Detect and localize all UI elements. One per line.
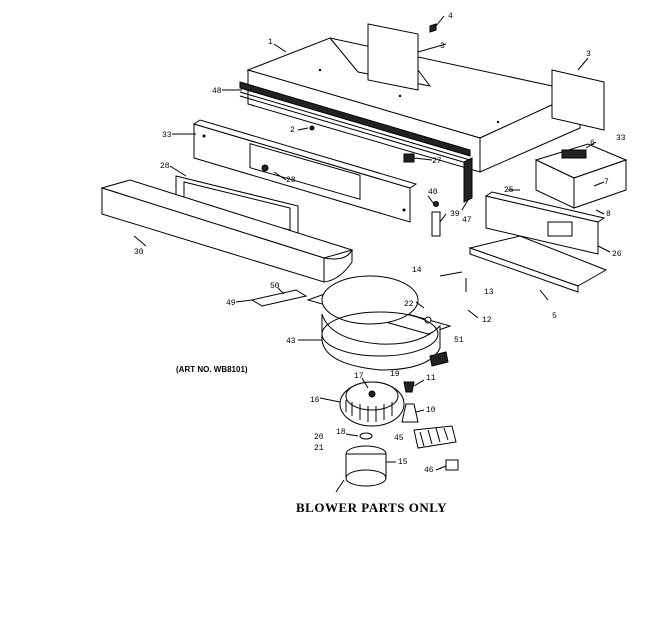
- callout-43: 43: [286, 337, 296, 346]
- bottom-tray: [468, 235, 608, 293]
- callout-15: 15: [398, 458, 408, 467]
- nut-part-11: [403, 381, 415, 393]
- callout-25: 25: [504, 186, 514, 195]
- diagram-title: BLOWER PARTS ONLY: [296, 500, 447, 515]
- side-plate-left: [367, 23, 419, 91]
- callout-26: 26: [612, 250, 622, 259]
- callout-16: 16: [310, 396, 320, 405]
- leader-lines: [133, 15, 611, 471]
- callout-51: 51: [454, 336, 464, 345]
- knob-part-2: [309, 125, 315, 131]
- callout-39: 39: [450, 210, 460, 219]
- callout-22: 22: [404, 300, 414, 309]
- callout-labels: 1 4 3 3 48 33 2 33 6 27 28 28 7 25 40 8 …: [134, 12, 626, 515]
- callout-20: 20: [314, 433, 324, 442]
- callout-28-mid: 28: [286, 176, 296, 185]
- callout-45: 45: [394, 434, 404, 443]
- callout-11: 11: [426, 374, 436, 383]
- callout-49: 49: [226, 299, 236, 308]
- callout-3-right: 3: [586, 50, 591, 59]
- callout-48: 48: [212, 87, 222, 96]
- callout-3-left: 3: [440, 42, 445, 51]
- callout-50: 50: [270, 282, 280, 291]
- callout-6: 6: [590, 139, 595, 148]
- side-plate-right: [551, 69, 605, 131]
- callout-27: 27: [432, 157, 442, 166]
- connector-part-45: [413, 425, 457, 449]
- filter-part-49: [250, 289, 308, 307]
- callout-5: 5: [552, 312, 557, 321]
- callout-47: 47: [462, 216, 472, 225]
- blower-wheel: [339, 381, 405, 427]
- screws-13-14: [439, 271, 467, 292]
- front-facia: [100, 179, 354, 283]
- washer-part-18: [359, 432, 373, 440]
- right-side-panel: [484, 191, 606, 255]
- callout-7: 7: [604, 178, 609, 187]
- capacitor-part-10: [401, 403, 419, 423]
- screw-part-4: [429, 23, 437, 33]
- callout-13: 13: [484, 288, 494, 297]
- callout-4: 4: [448, 12, 453, 21]
- callout-17: 17: [354, 372, 364, 381]
- callout-2: 2: [290, 126, 295, 135]
- callout-14: 14: [412, 266, 422, 275]
- callout-12: 12: [482, 316, 492, 325]
- callout-1: 1: [268, 38, 273, 47]
- left-control-panel: [192, 119, 418, 223]
- switch-part-39: [431, 201, 441, 237]
- blower-housing: [321, 275, 449, 371]
- callout-33-right: 33: [616, 134, 626, 143]
- callout-40: 40: [428, 188, 438, 197]
- callout-28-left: 28: [160, 162, 170, 171]
- callout-21: 21: [314, 444, 324, 453]
- callout-33-left: 33: [162, 131, 172, 140]
- art-number: (ART NO. WB8101): [176, 365, 248, 374]
- right-duct-housing: [534, 143, 628, 209]
- bracket-part-47: [463, 157, 473, 203]
- callout-10: 10: [426, 406, 436, 415]
- clip-part-46: [445, 459, 459, 471]
- callout-8: 8: [606, 210, 611, 219]
- callout-18: 18: [336, 428, 346, 437]
- callout-19: 19: [390, 370, 400, 379]
- callout-46: 46: [424, 466, 434, 475]
- callout-30: 30: [134, 248, 144, 257]
- motor: [335, 445, 387, 493]
- lamp-part-27: [403, 153, 415, 163]
